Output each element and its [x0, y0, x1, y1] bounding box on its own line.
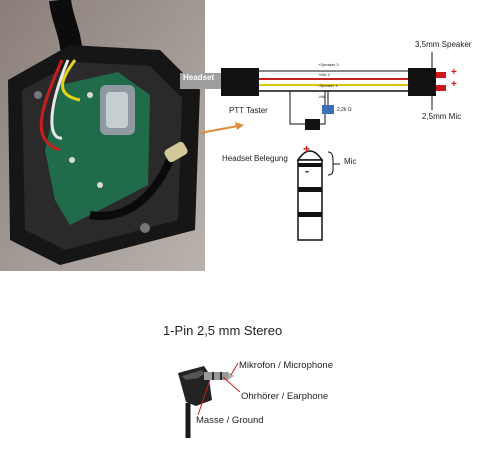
plus-symbol-bottom: +	[451, 79, 457, 90]
left-connector	[221, 68, 259, 96]
mic-25-label: 2,5mm Mic	[422, 112, 462, 121]
belegung-minus: -	[305, 164, 309, 178]
headset-label: Headset	[183, 73, 215, 82]
wire-label-2: +Mic 2	[318, 72, 330, 77]
belegung-plus: +	[303, 142, 311, 156]
belegung-mic-label: Mic	[344, 157, 357, 166]
resistor-label: 2,2k Ω	[337, 107, 352, 113]
wire-label-1: +Speaker 3	[318, 62, 339, 67]
jack-plug-diagram	[296, 150, 340, 241]
stereo-plug-image	[178, 362, 241, 438]
right-connector	[408, 68, 436, 96]
stereo-title: 1-Pin 2,5 mm Stereo	[163, 323, 283, 338]
wire-label-4: -Mic 1	[318, 94, 329, 99]
stereo-ground-label: Masse / Ground	[196, 415, 264, 426]
wiring-diagram	[180, 52, 446, 130]
belegung-title: Headset Belegung	[222, 154, 288, 163]
ptt-housing-photo	[0, 0, 205, 271]
wire-label-3: -Speaker 4	[318, 83, 338, 88]
stereo-mic-label: Mikrofon / Microphone	[239, 360, 333, 371]
stereo-earphone-label: Ohrhörer / Earphone	[241, 391, 329, 402]
plus-symbol-top: +	[451, 67, 457, 78]
resistor	[322, 105, 334, 114]
headset-bar	[180, 73, 225, 89]
ptt-label: PTT Taster	[229, 106, 268, 115]
ptt-switch	[305, 119, 320, 130]
speaker-35-label: 3,5mm Speaker	[415, 40, 472, 49]
pointer-arrow	[199, 122, 244, 134]
